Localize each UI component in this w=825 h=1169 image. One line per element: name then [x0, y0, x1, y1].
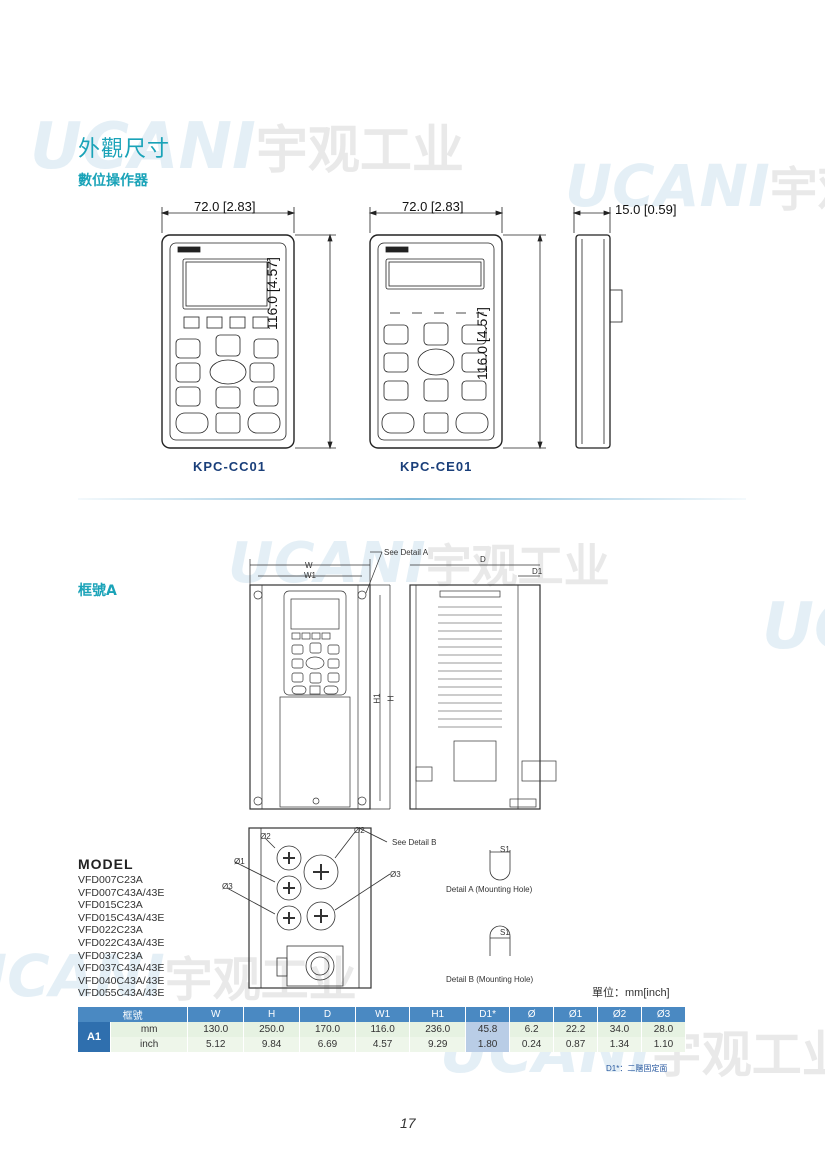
header-w1: W1 — [355, 1007, 411, 1022]
table-cell: 22.2 — [553, 1022, 599, 1037]
watermark-2: UCANI宇观工业 — [565, 152, 825, 220]
dim-d: D — [480, 555, 486, 564]
model-item: VFD015C43A/43E — [78, 911, 165, 924]
callout-phi3-left: Ø3 — [222, 882, 233, 891]
header-d: D — [299, 1007, 356, 1022]
table-row: A1 mm 130.0 250.0 170.0 116.0 236.0 45.8… — [78, 1022, 687, 1052]
callout-phi2-right: Ø2 — [354, 826, 365, 835]
model-item: VFD015C23A — [78, 899, 143, 912]
detail-drawings — [489, 850, 511, 956]
keypad-left-model: KPC-CC01 — [193, 459, 267, 474]
header-phi3: Ø3 — [641, 1007, 687, 1022]
section-divider — [78, 498, 746, 500]
table-cell: 250.0 — [243, 1022, 301, 1037]
see-detail-a-label: See Detail A — [384, 548, 429, 557]
see-detail-b-label: See Detail B — [392, 838, 437, 847]
detail-b-label: Detail B (Mounting Hole) — [446, 975, 534, 984]
keypad-right-height-label: 116.0 [4.57] — [474, 307, 490, 380]
header-h1: H1 — [409, 1007, 467, 1022]
keypad-depth-label: 15.0 [0.59] — [615, 202, 677, 217]
model-item: VFD037C23A — [78, 949, 143, 962]
frame-title: 框號A — [78, 583, 117, 599]
model-heading: MODEL — [78, 856, 134, 872]
header-d1: D1* — [465, 1007, 511, 1022]
callout-phi1: Ø1 — [234, 857, 245, 866]
page-number: 17 — [400, 1115, 416, 1131]
page-title: 外觀尺寸 — [78, 137, 171, 162]
dimension-table: 框號 W H D W1 H1 D1* Ø Ø1 Ø2 Ø3 A1 mm 130.… — [78, 1007, 687, 1052]
table-cell: 9.84 — [243, 1037, 301, 1052]
keypad-right-model: KPC-CE01 — [400, 459, 473, 474]
table-cell: 6.2 — [509, 1022, 555, 1037]
model-item: VFD055C43A/43E — [78, 987, 165, 1000]
table-cell: 4.57 — [355, 1037, 411, 1052]
model-list: MODEL VFD007C23A VFD007C43A/43E VFD015C2… — [78, 856, 164, 1000]
table-cell: 5.12 — [187, 1037, 245, 1052]
frame-bottom-drawing — [226, 827, 391, 989]
callout-phi2-top: Ø2 — [260, 832, 271, 841]
header-h: H — [243, 1007, 301, 1022]
watermark-1: UCANI宇观工业 — [30, 110, 464, 184]
table-cell: 9.29 — [409, 1037, 467, 1052]
table-cell: 1.34 — [597, 1037, 642, 1052]
unit-note: 單位：mm[inch] — [592, 987, 670, 999]
table-footnote: D1*：二階固定面 — [606, 1064, 668, 1073]
table-cell: 45.8 — [465, 1022, 511, 1037]
keypad-left-height-label: 116.0 [4.57] — [264, 257, 280, 330]
table-cell: 6.69 — [299, 1037, 356, 1052]
header-phi1: Ø1 — [553, 1007, 599, 1022]
table-cell: 0.87 — [553, 1037, 599, 1052]
detail-a-s1: S1 — [500, 845, 510, 854]
dim-w1: W1 — [304, 571, 316, 580]
table-header-row: 框號 W H D W1 H1 D1* Ø Ø1 Ø2 Ø3 — [78, 1007, 687, 1022]
dim-h: H — [386, 695, 396, 702]
table-row: inch 5.12 9.84 6.69 4.57 9.29 1.80 0.24 … — [78, 1037, 687, 1052]
unit-cell: mm — [110, 1022, 189, 1037]
header-frame: 框號 — [78, 1007, 189, 1022]
table-cell: 0.24 — [509, 1037, 555, 1052]
frame-cell: A1 — [78, 1022, 111, 1052]
detail-b-s1: S1 — [500, 928, 510, 937]
model-item: VFD007C43A/43E — [78, 886, 165, 899]
table-cell: 170.0 — [299, 1022, 356, 1037]
dim-d1: D1 — [532, 567, 543, 576]
frame-front-side-drawing — [249, 551, 557, 810]
detail-a-label: Detail A (Mounting Hole) — [446, 885, 533, 894]
unit-cell: inch — [110, 1037, 189, 1052]
model-item: VFD022C23A — [78, 924, 143, 937]
section-subtitle: 數位操作器 — [78, 173, 148, 189]
header-w: W — [187, 1007, 245, 1022]
table-cell: 1.10 — [641, 1037, 687, 1052]
model-item: VFD007C23A — [78, 874, 143, 886]
header-phi: Ø — [509, 1007, 555, 1022]
dim-w: W — [305, 561, 313, 570]
table-cell: 28.0 — [641, 1022, 687, 1037]
keypad-drawings — [160, 207, 623, 450]
watermark-5: UCANI宇观工业 — [0, 942, 357, 1010]
callout-phi3-right: Ø3 — [390, 870, 401, 879]
watermark-4: UCANI — [762, 590, 825, 664]
table-cell: 236.0 — [409, 1022, 467, 1037]
model-item: VFD037C43A/43E — [78, 962, 165, 975]
keypad-left-width-label: 72.0 [2.83] — [194, 199, 256, 214]
model-item: VFD040C43A/43E — [78, 974, 165, 987]
header-phi2: Ø2 — [597, 1007, 642, 1022]
table-cell: 34.0 — [597, 1022, 642, 1037]
table-cell: 1.80 — [465, 1037, 511, 1052]
dim-h1: H1 — [372, 693, 382, 704]
keypad-right-width-label: 72.0 [2.83] — [402, 199, 464, 214]
table-cell: 116.0 — [355, 1022, 411, 1037]
table-cell: 130.0 — [187, 1022, 245, 1037]
model-item: VFD022C43A/43E — [78, 936, 165, 949]
